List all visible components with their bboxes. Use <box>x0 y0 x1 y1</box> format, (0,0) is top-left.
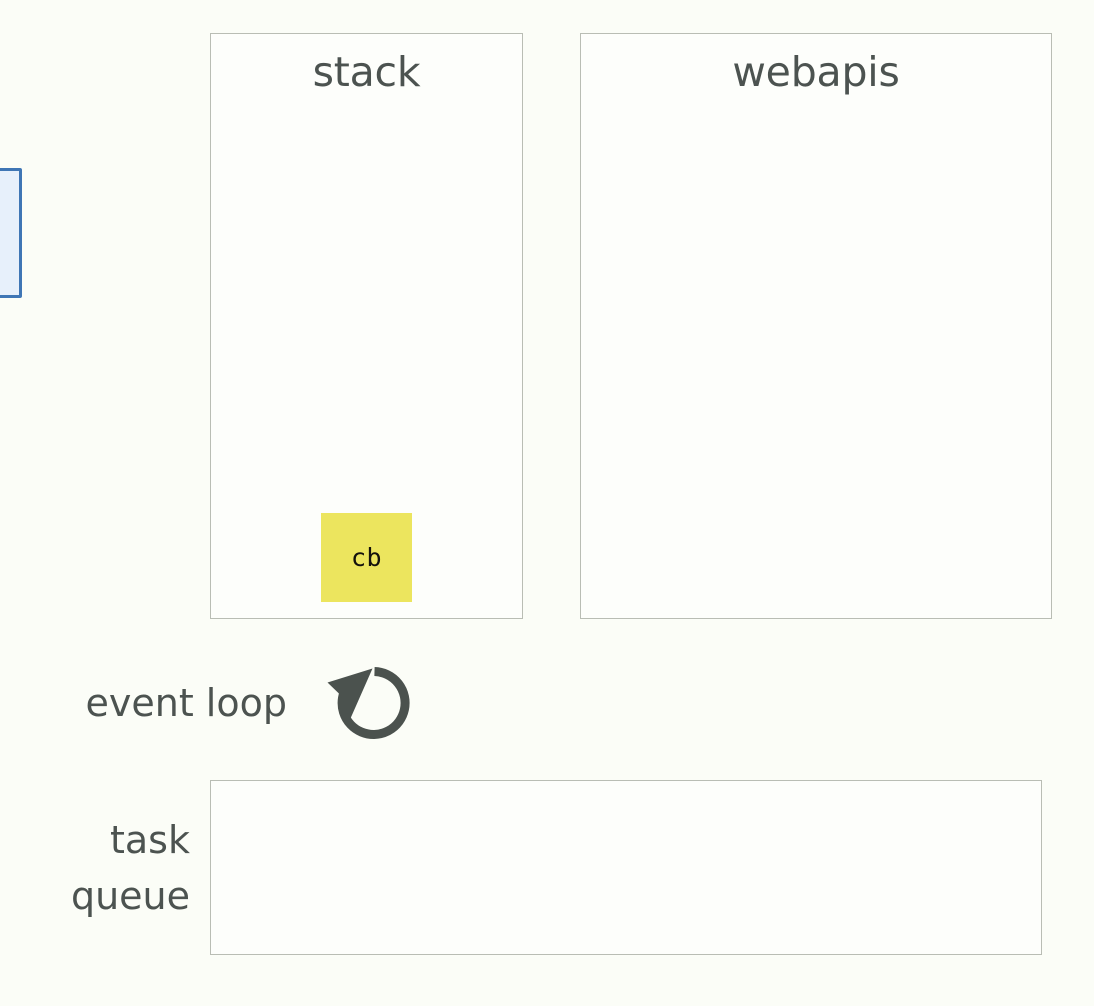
stack-frame-list: cb <box>211 513 522 602</box>
stack-frame[interactable]: cb <box>321 513 412 602</box>
task-queue-region <box>210 780 1042 955</box>
task-queue-label: task queue <box>20 812 190 924</box>
task-queue-label-line-1: task <box>110 818 190 862</box>
webapis-region: webapis <box>580 33 1052 619</box>
stack-frame-label: cb <box>350 543 383 572</box>
event-loop-label: event loop <box>85 681 288 725</box>
webapis-region-title: webapis <box>732 48 900 96</box>
task-queue-label-line-2: queue <box>70 874 190 919</box>
stack-region: stack cb <box>210 33 523 619</box>
circular-arrow-icon <box>327 667 410 739</box>
stack-region-title: stack <box>312 48 421 96</box>
event-loop-row: event loop <box>0 662 523 744</box>
code-editor-panel-offscreen[interactable] <box>0 168 22 298</box>
